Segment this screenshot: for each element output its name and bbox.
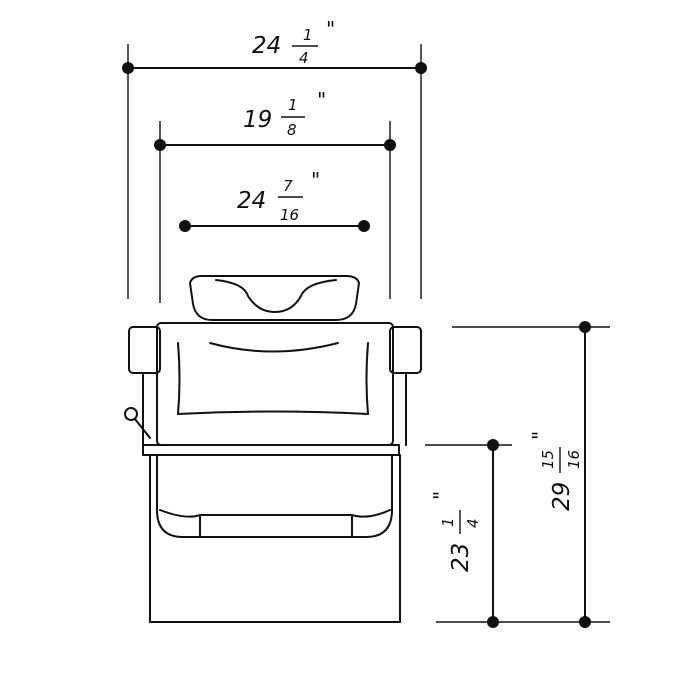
dimension-node bbox=[487, 616, 499, 628]
dimension-whole: 19 bbox=[243, 107, 272, 133]
right-armrest bbox=[389, 326, 422, 446]
dimension-node bbox=[154, 139, 166, 151]
shampoo-chair bbox=[124, 275, 422, 623]
dimension-numerator: 1 bbox=[303, 26, 313, 44]
dimension-denominator: 16 bbox=[565, 450, 583, 469]
dimension-numerator: 7 bbox=[283, 177, 293, 195]
dimension-width-overall: 24 1 4 " bbox=[122, 17, 427, 299]
dimension-overall-height: 29 15 16 " bbox=[452, 321, 610, 628]
dimension-node bbox=[579, 616, 591, 628]
left-armrest bbox=[128, 326, 161, 446]
dimension-node bbox=[384, 139, 396, 151]
dimension-unit: " bbox=[429, 491, 453, 500]
dimension-node bbox=[122, 62, 134, 74]
dimension-unit: " bbox=[528, 431, 552, 440]
dimension-node bbox=[358, 220, 370, 232]
recline-lever bbox=[124, 407, 151, 439]
dimension-denominator: 4 bbox=[299, 49, 309, 67]
wash-basin bbox=[189, 275, 360, 321]
dimension-numerator: 1 bbox=[288, 96, 298, 114]
dimension-node bbox=[487, 439, 499, 451]
dimension-unit: " bbox=[326, 17, 335, 41]
dimension-numerator: 15 bbox=[539, 450, 557, 469]
dimension-unit: " bbox=[311, 168, 320, 192]
dimension-node bbox=[179, 220, 191, 232]
dimension-seat-height: 23 1 4 " bbox=[425, 439, 610, 628]
dimension-denominator: 4 bbox=[464, 518, 482, 528]
dimension-whole: 24 bbox=[252, 33, 281, 59]
dimension-width-inner: 24 7 16 " bbox=[179, 168, 370, 232]
chair-backrest bbox=[156, 322, 394, 446]
dimension-node bbox=[579, 321, 591, 333]
dimension-denominator: 8 bbox=[287, 121, 297, 139]
chair-seat bbox=[142, 444, 400, 538]
dimension-unit: " bbox=[317, 88, 326, 112]
dimension-width-middle: 19 1 8 " bbox=[154, 88, 396, 303]
dimension-denominator: 16 bbox=[280, 206, 299, 224]
dimension-whole: 23 bbox=[448, 543, 474, 572]
dimension-numerator: 1 bbox=[439, 517, 457, 527]
dimension-node bbox=[415, 62, 427, 74]
dimension-whole: 24 bbox=[237, 188, 266, 214]
chair-base bbox=[149, 454, 401, 623]
dimension-whole: 29 bbox=[549, 482, 575, 511]
